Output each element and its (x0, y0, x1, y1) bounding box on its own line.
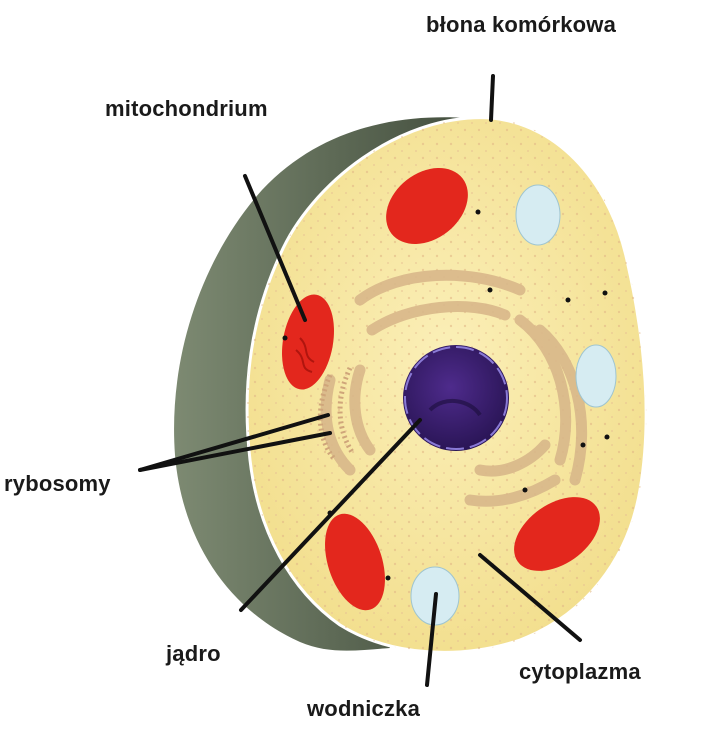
label-ribosomes: rybosomy (4, 471, 111, 496)
leader-mitochondrion (243, 174, 307, 322)
mitochondrion-left (282, 294, 334, 390)
vacuole-top (515, 184, 561, 246)
leader-ribosome-1 (138, 413, 330, 472)
label-mitochondrion: mitochondrium (105, 96, 268, 121)
label-cytoplasm: cytoplazma (519, 659, 641, 684)
leader-lines (138, 74, 582, 687)
leader-cell-membrane (489, 74, 495, 122)
mitochondrion-top (386, 168, 468, 244)
endoplasmic-reticulum (320, 269, 588, 507)
vacuole-right (575, 344, 617, 408)
granules (282, 209, 610, 581)
label-cell-membrane: błona komórkowa (426, 12, 617, 37)
leader-nucleus (239, 418, 422, 612)
label-nucleus: jądro (166, 641, 221, 666)
mitochondrion-bottom-right (514, 497, 600, 571)
leader-ribosome-2 (138, 431, 332, 472)
mitochondrion-bottom-left (325, 513, 385, 611)
leader-cytoplasm (478, 553, 582, 642)
cell-edge-shadow (174, 117, 490, 651)
nucleus (403, 345, 509, 451)
label-vacuole: wodniczka (307, 696, 421, 721)
leader-vacuole (425, 592, 438, 687)
ribosome-chains (317, 366, 355, 462)
